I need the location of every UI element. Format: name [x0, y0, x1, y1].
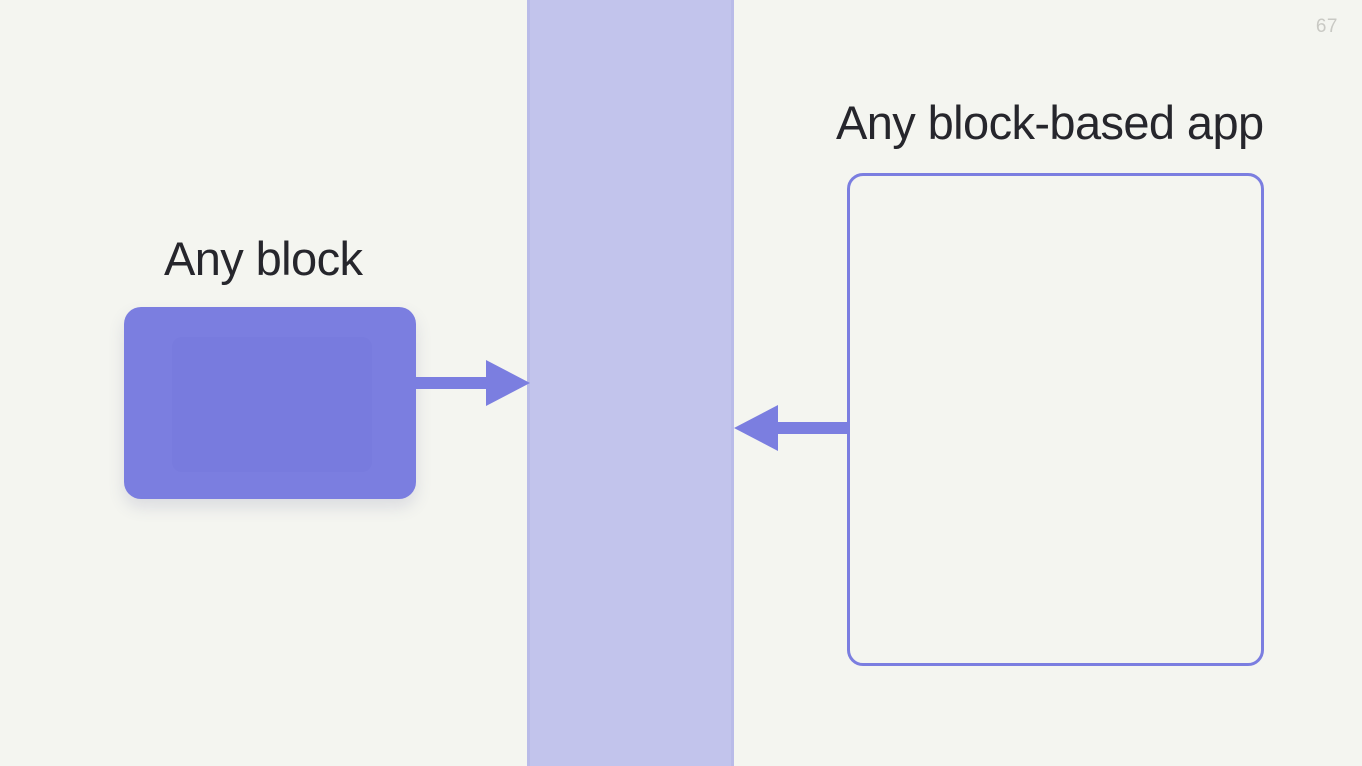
center-band-right-edge [731, 0, 734, 766]
right-title: Any block-based app [836, 96, 1264, 149]
app-frame-outline [847, 173, 1264, 666]
block-inner-shape [172, 337, 372, 472]
arrow-left-shaft [772, 422, 850, 434]
page-number: 67 [1315, 16, 1338, 37]
arrow-left-head [734, 405, 778, 451]
center-band [527, 0, 734, 766]
block-shape [124, 307, 416, 499]
arrow-right-head [486, 360, 530, 406]
arrow-right-shaft [414, 377, 492, 389]
arrow-block-to-band-icon [414, 360, 530, 406]
left-title: Any block [164, 232, 363, 285]
arrow-app-to-band-icon [734, 405, 850, 451]
